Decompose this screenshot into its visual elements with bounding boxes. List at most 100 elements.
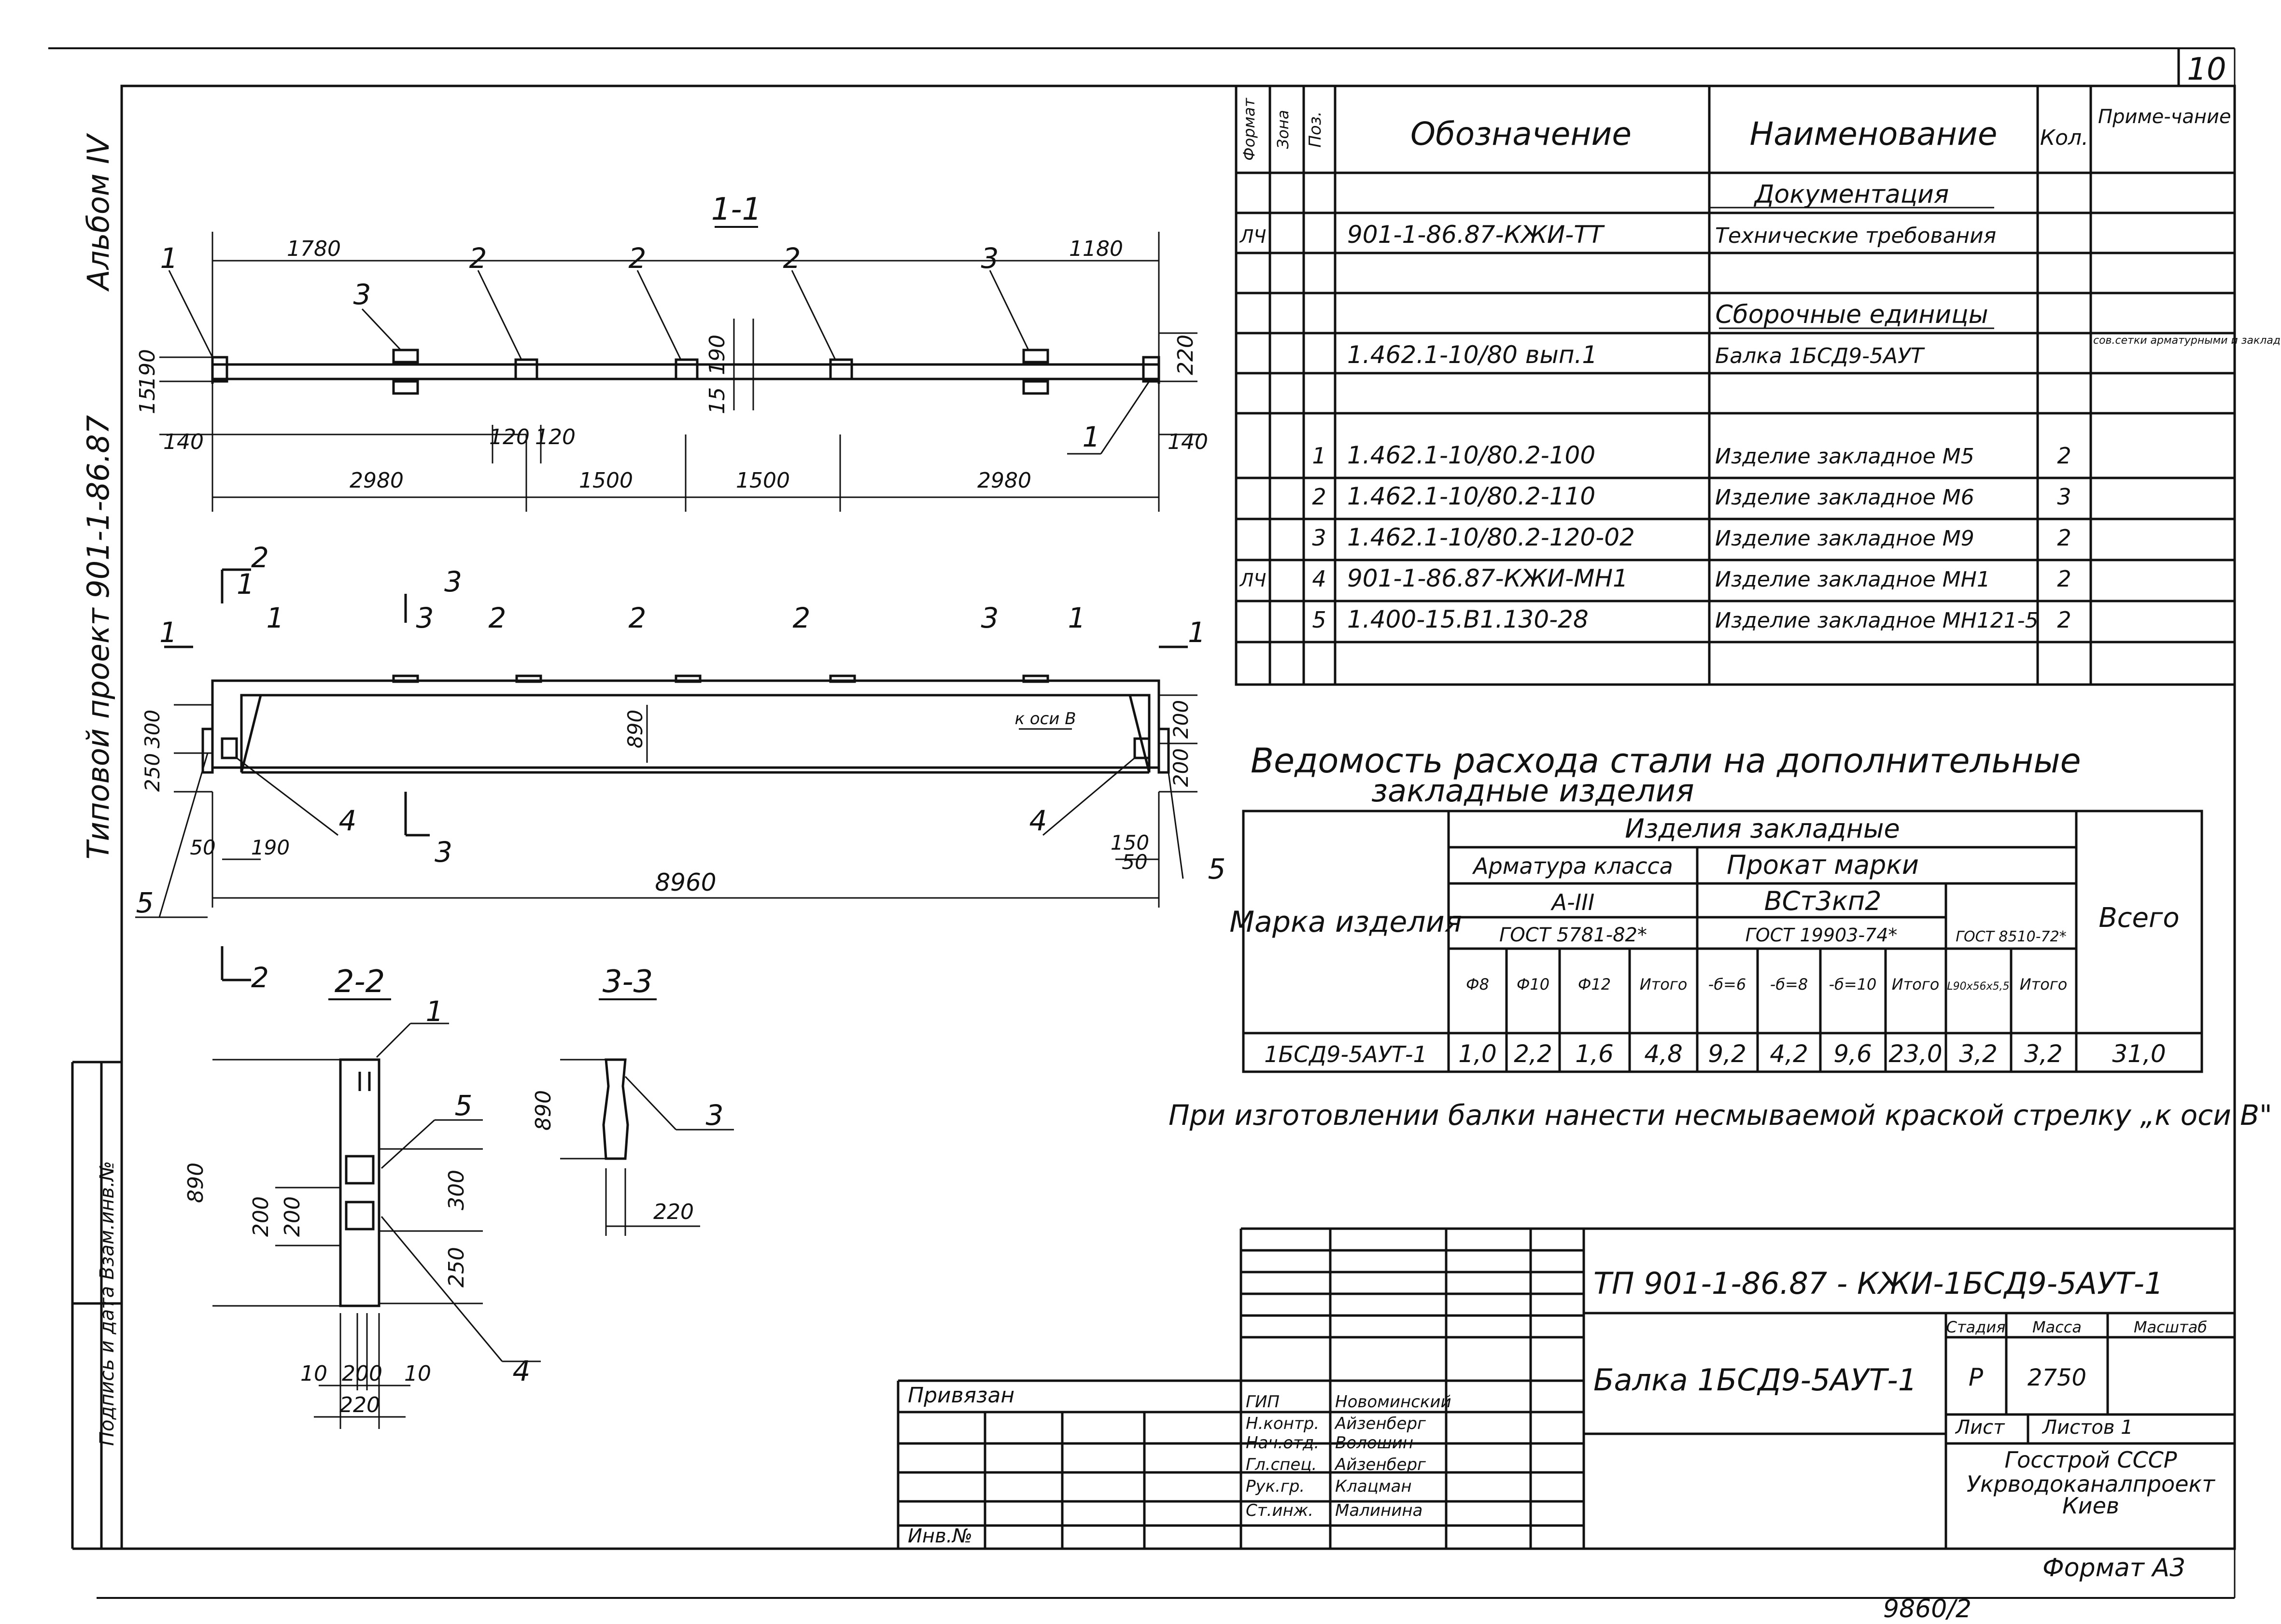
steel-column-header: Итого — [2020, 975, 2068, 994]
section-3-3-drawing — [560, 1058, 734, 1236]
position-leader-number: 2 — [793, 602, 811, 634]
position-leader-number: 3 — [981, 242, 999, 275]
spec-name-cell: Балка 1БСД9-5АУТ — [1715, 344, 1925, 368]
signature-person: Новоминский — [1335, 1392, 1451, 1412]
margin-album: Альбом IV — [81, 132, 116, 292]
steel-row-value: 1,0 — [1458, 1040, 1497, 1068]
axis-arrow-label: к оси В — [1014, 709, 1076, 728]
position-leader-number: 3 — [706, 1099, 724, 1132]
spec-header-designation: Обозначение — [1410, 115, 1632, 153]
steel-rolled-grade: ВСт3кп2 — [1764, 886, 1882, 916]
spec-name-cell: Изделие закладное МН1 — [1715, 567, 1990, 592]
spec-designation-cell: 1.462.1-10/80.2-100 — [1347, 441, 1595, 469]
org-line2: Укрводоканалпроект — [1967, 1471, 2215, 1497]
dimension-value: 150 — [1111, 831, 1149, 854]
spec-pos-cell: 5 — [1312, 607, 1326, 633]
inventory-label: Инв.№ — [908, 1525, 972, 1547]
position-leader-number: 1 — [267, 602, 284, 634]
paint-note: При изготовлении балки нанести несмываем… — [1169, 1099, 2272, 1132]
position-leader-number: 1 — [1068, 602, 1086, 634]
position-leader-number: 3 — [981, 602, 999, 634]
dimension-value: 120 — [535, 425, 576, 449]
privyazan-label: Привязан — [908, 1383, 1014, 1408]
margin-project: Типовой проект 901-1-86.87 — [81, 415, 116, 859]
section-1-1-drawing — [159, 232, 1202, 512]
title-block-grid — [897, 1227, 2235, 1549]
steel-rebar-class: А-III — [1550, 889, 1595, 915]
sheets-header: Листов 1 — [2042, 1416, 2133, 1439]
steel-column-header: L90x56x5,5 — [1947, 980, 2009, 993]
dimension-value: 190 — [251, 836, 290, 859]
signature-role: Ст.инж. — [1246, 1501, 1313, 1520]
position-leader-number: 3 — [353, 278, 371, 311]
spec-qty-cell: 2 — [2057, 443, 2071, 469]
position-leader-number: 4 — [339, 804, 357, 837]
position-leader-number: 1 — [160, 242, 178, 275]
section-title-1-1: 1-1 — [711, 192, 762, 227]
dimension-value: 200 — [1169, 700, 1193, 739]
position-leader-number: 5 — [1208, 853, 1226, 885]
dimension-value: 1500 — [736, 468, 790, 493]
signature-person: Волошин — [1335, 1433, 1413, 1453]
position-leader-number: 5 — [455, 1089, 473, 1122]
dimension-value: 140 — [163, 430, 204, 454]
steel-column-header: Ф12 — [1578, 975, 1611, 994]
steel-row-value: 1,6 — [1575, 1040, 1614, 1068]
drawing-code: ТП 901-1-86.87 - КЖИ-1БСД9-5АУТ-1 — [1593, 1266, 2163, 1301]
position-leader-number: 2 — [629, 602, 647, 634]
spec-name-cell: Изделие закладное М5 — [1715, 444, 1974, 469]
dimension-value: 1780 — [287, 237, 341, 261]
signature-role: Рук.гр. — [1246, 1477, 1305, 1496]
dimension-value: 220 — [339, 1393, 380, 1417]
steel-column-header: Итого — [1640, 975, 1688, 994]
mass-header: Масса — [2032, 1318, 2082, 1336]
stage-value: Р — [1969, 1363, 1984, 1391]
section-2-2-drawing — [212, 1022, 541, 1429]
dimension-value: 300 — [141, 710, 164, 748]
steel-rolled-gost2: ГОСТ 8510-72* — [1956, 928, 2066, 945]
spec-name-cell: Технические требования — [1715, 224, 1996, 248]
section-cut-marker: 3 — [444, 565, 462, 598]
dimension-value: 200 — [342, 1361, 382, 1386]
dimension-value: 15 — [135, 387, 160, 414]
steel-row-value: 23,0 — [1888, 1040, 1942, 1068]
spec-name-cell: Изделие закладное МН121-5 — [1715, 608, 2039, 633]
dimension-value: 140 — [1168, 430, 1208, 454]
sheet-number: 10 — [2187, 52, 2226, 87]
steel-row-mark: 1БСД9-5АУТ-1 — [1264, 1041, 1427, 1067]
position-leader-number: 4 — [1029, 804, 1047, 837]
dimension-value: 220 — [653, 1200, 694, 1224]
spec-qty-cell: 2 — [2057, 566, 2071, 592]
signature-role: ГИП — [1246, 1392, 1280, 1412]
section-cut-marker: 2 — [251, 541, 269, 574]
signature-person: Айзенберг — [1334, 1455, 1426, 1474]
org-line3: Киев — [2062, 1493, 2119, 1519]
spec-designation-cell: 901-1-86.87-КЖИ-ТТ — [1347, 221, 1605, 249]
org-line1: Госстрой СССР — [2004, 1447, 2177, 1473]
dimension-value: 1500 — [579, 468, 633, 493]
dimension-value: 8960 — [655, 868, 716, 896]
steel-row-value: 31,0 — [2112, 1040, 2166, 1068]
steel-rebar-header: Арматура класса — [1472, 853, 1673, 879]
section-cut-marker: 1 — [237, 568, 254, 601]
steel-column-header: -б=10 — [1829, 975, 1877, 994]
stage-header: Стадия — [1946, 1318, 2006, 1336]
section-cut-marker: 3 — [435, 836, 452, 868]
signature-role: Гл.спец. — [1246, 1455, 1317, 1474]
position-leader-number: 2 — [783, 242, 801, 275]
spec-pos-cell: 2 — [1312, 484, 1326, 510]
steel-column-header: -б=6 — [1708, 975, 1746, 994]
format-label: Формат А3 — [2042, 1554, 2185, 1582]
dimension-value: 250 — [141, 753, 164, 792]
position-leader-number: 2 — [469, 242, 487, 275]
signature-role: Нач.отд. — [1246, 1433, 1319, 1453]
section-cut-marker: 2 — [251, 961, 269, 994]
spec-qty-cell: 3 — [2057, 484, 2071, 510]
position-leader-number: 1 — [426, 995, 444, 1028]
section-cut-marker: 1 — [1188, 616, 1206, 649]
spec-pos-cell: 1 — [1312, 443, 1326, 469]
dimension-value: 300 — [444, 1170, 469, 1210]
